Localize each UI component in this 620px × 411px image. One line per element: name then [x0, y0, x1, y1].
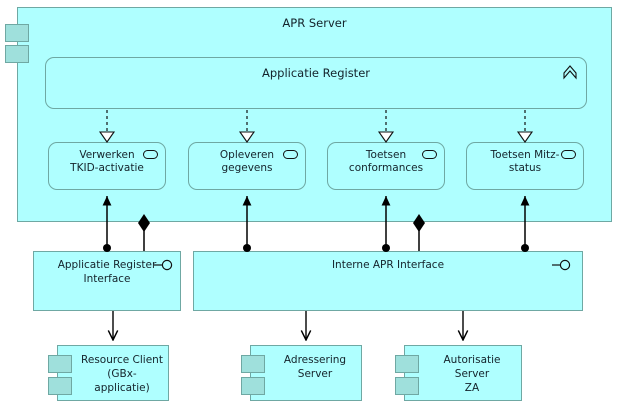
service-label: Toetsen Mitz- status — [490, 149, 560, 174]
component-icon-tab-upper — [5, 24, 29, 42]
service-toetsen-conformances[interactable]: Toetsen conformances — [327, 142, 445, 190]
lollipop-interface-icon — [154, 259, 173, 271]
chevron-up-icon — [563, 65, 577, 80]
service-label: Verwerken TKID-activatie — [70, 149, 144, 174]
applicatie-register-element[interactable]: Applicatie Register — [45, 57, 587, 109]
interface-interne-apr[interactable]: Interne APR Interface — [193, 251, 583, 311]
service-opleveren-gegevens[interactable]: Opleveren gegevens — [188, 142, 306, 190]
service-label: Toetsen conformances — [348, 149, 424, 174]
applicatie-register-label: Applicatie Register — [261, 66, 370, 80]
component-autorisatie-server-za[interactable]: Autorisatie Server ZA — [395, 345, 522, 401]
component-icon-tab-lower — [241, 377, 265, 395]
component-label: Adressering Server — [283, 354, 347, 380]
interface-label: Applicatie Register Interface — [57, 259, 157, 285]
lollipop-interface-icon — [552, 259, 571, 271]
component-resource-client[interactable]: Resource Client (GBx-applicatie) — [48, 345, 169, 401]
component-icon-tab-lower — [48, 377, 72, 395]
apr-server-title: APR Server — [282, 16, 347, 30]
component-icon-tab-upper — [395, 355, 419, 373]
service-verwerken-tkid-activatie[interactable]: Verwerken TKID-activatie — [48, 142, 166, 190]
component-label: Autorisatie Server ZA — [443, 354, 501, 394]
service-toetsen-mitz-status[interactable]: Toetsen Mitz- status — [466, 142, 584, 190]
component-label: Resource Client (GBx-applicatie) — [81, 354, 163, 394]
rounded-rect-service-icon — [283, 150, 298, 159]
component-icon-tab-lower — [395, 377, 419, 395]
rounded-rect-service-icon — [561, 150, 576, 159]
rounded-rect-service-icon — [143, 150, 158, 159]
component-icon-tab-upper — [48, 355, 72, 373]
component-icon-tab-lower — [5, 45, 29, 63]
service-label: Opleveren gegevens — [219, 149, 275, 174]
component-icon-tab-upper — [241, 355, 265, 373]
interface-applicatie-register[interactable]: Applicatie Register Interface — [33, 251, 181, 311]
component-adressering-server[interactable]: Adressering Server — [241, 345, 362, 401]
rounded-rect-service-icon — [422, 150, 437, 159]
interface-label: Interne APR Interface — [331, 259, 445, 271]
